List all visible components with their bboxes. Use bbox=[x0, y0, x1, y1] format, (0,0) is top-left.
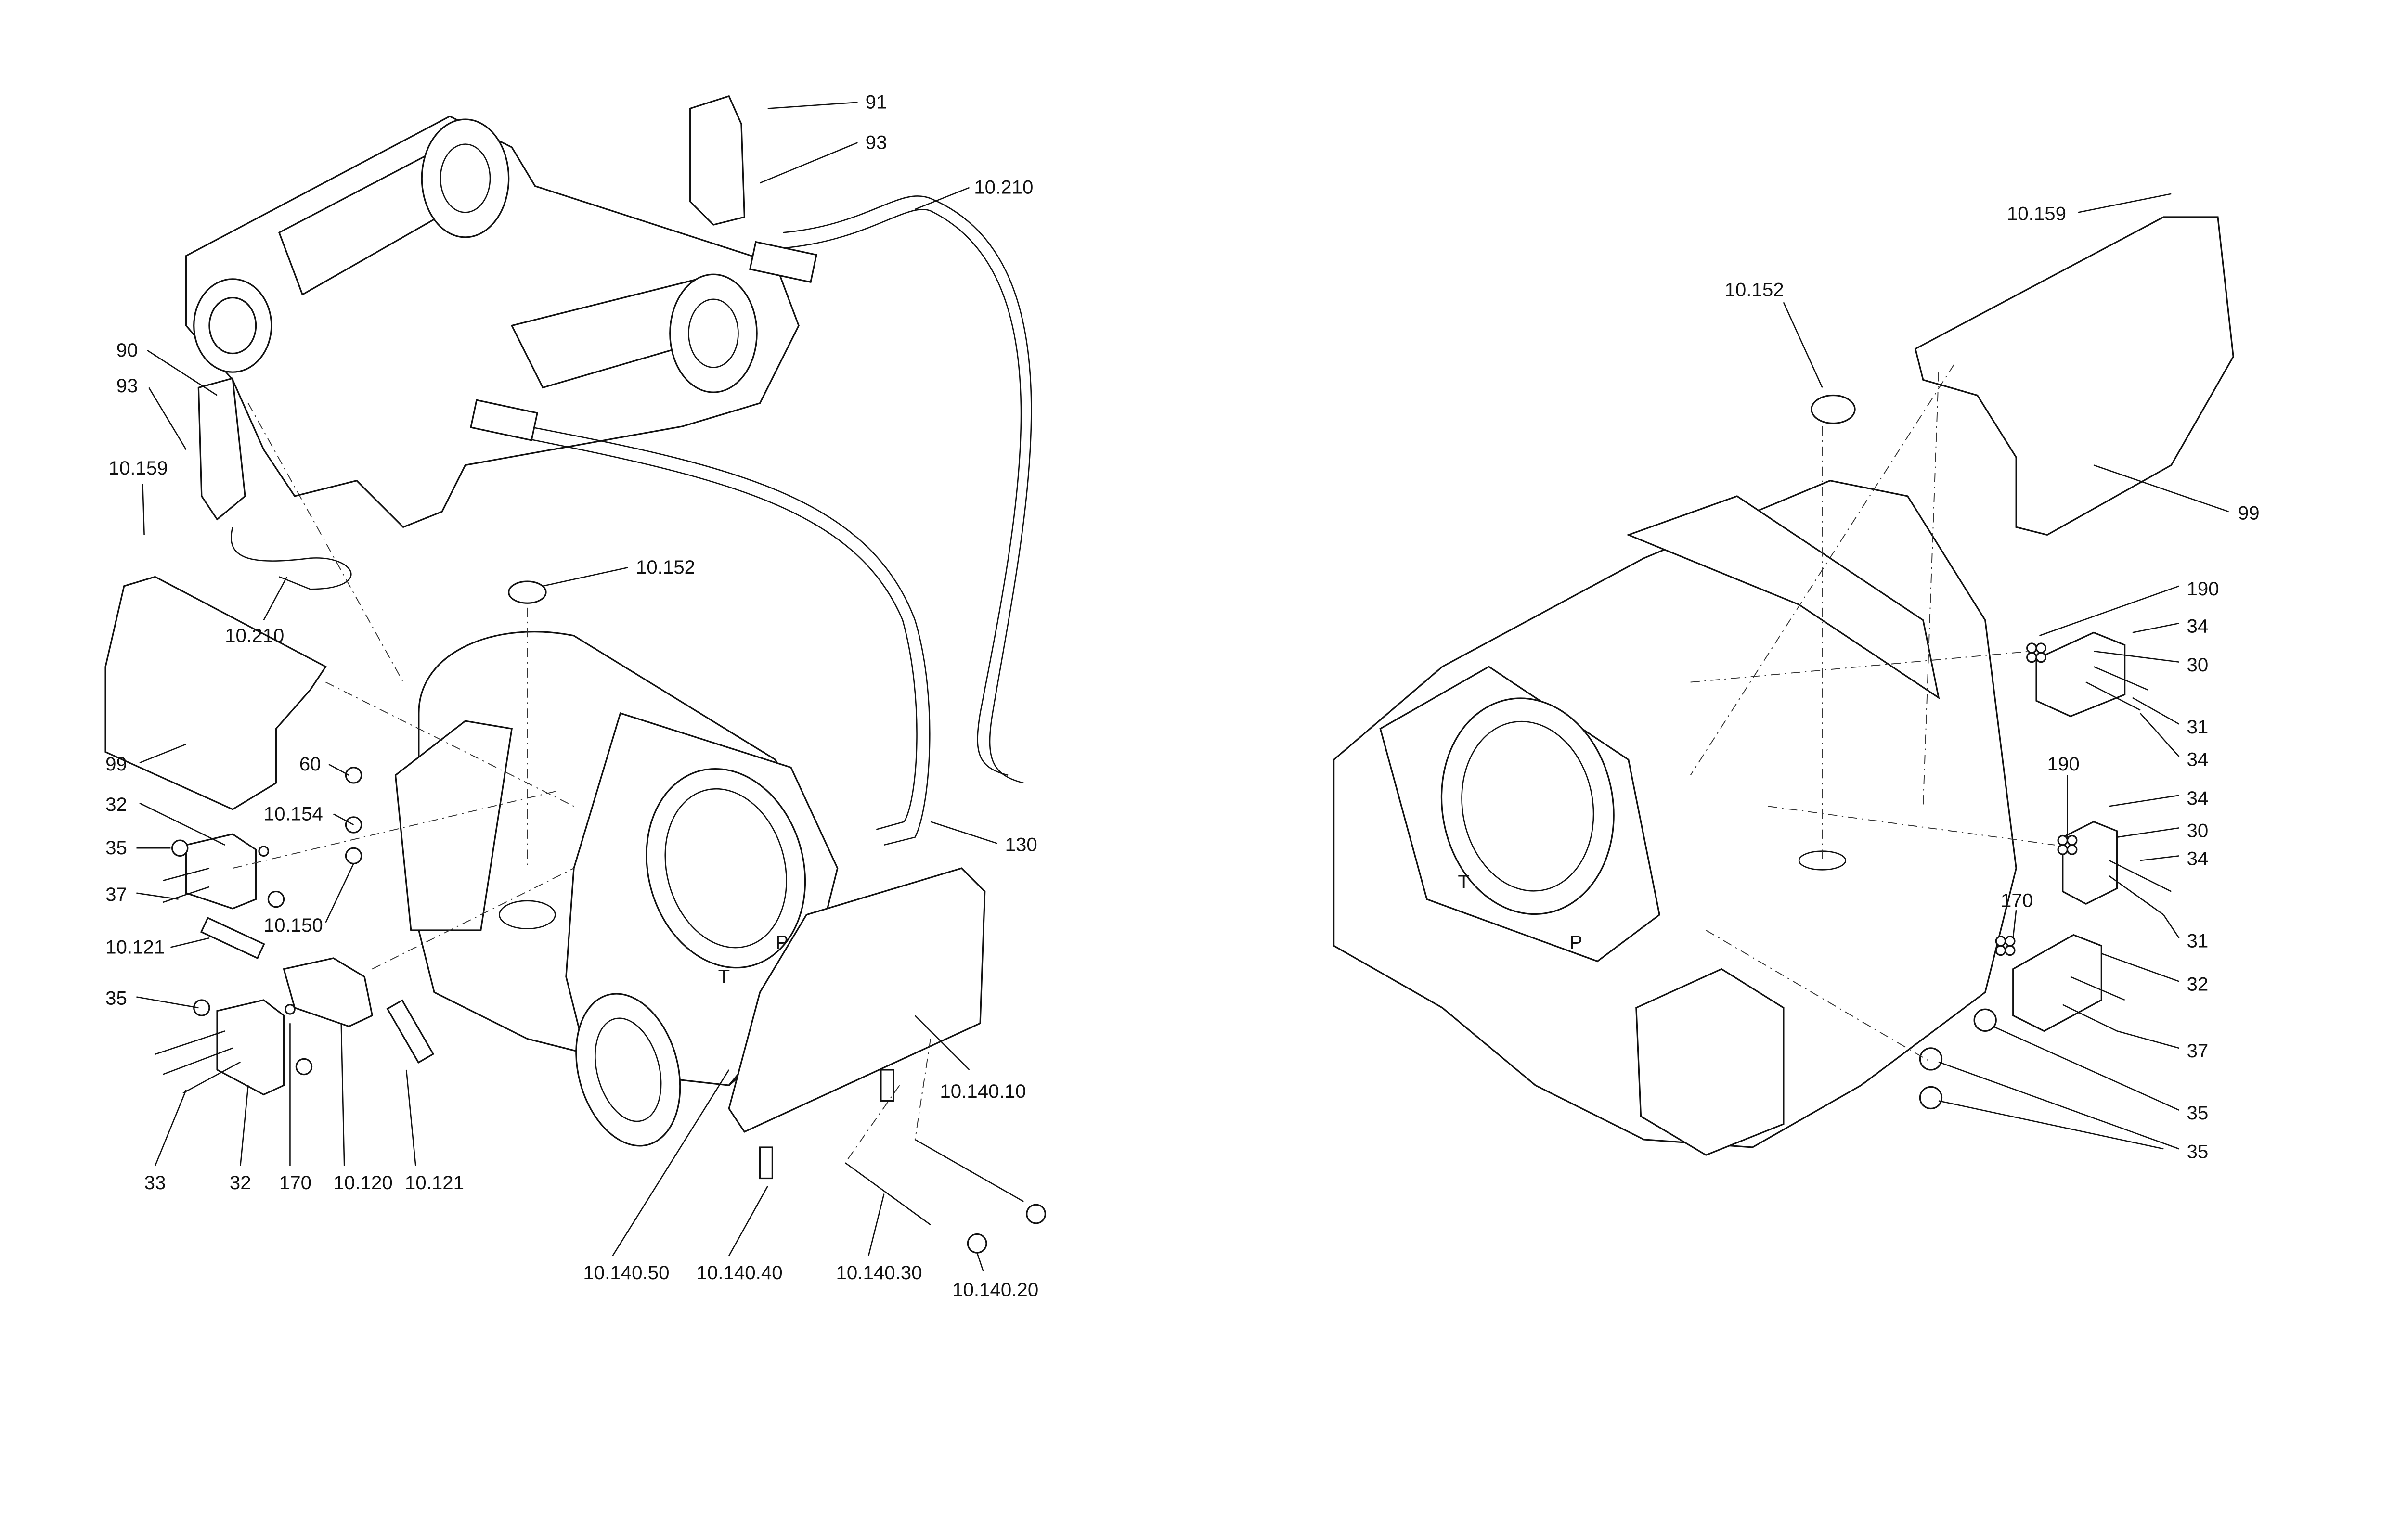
callout-30: 30 bbox=[2187, 654, 2209, 676]
callout-32: 32 bbox=[230, 1172, 251, 1194]
right-assembly: T P bbox=[1333, 216, 2234, 1156]
callout-10-140-10: 10.140.10 bbox=[940, 1080, 1026, 1102]
callout-10-159: 10.159 bbox=[2007, 203, 2066, 224]
plugs-left bbox=[171, 580, 1047, 1254]
callout-10-150: 10.150 bbox=[264, 914, 323, 936]
callout-10-140-50: 10.140.50 bbox=[583, 1262, 669, 1283]
cartridge-10-121-a bbox=[200, 917, 265, 960]
callout-10-121: 10.121 bbox=[105, 936, 165, 958]
dash-lines-right bbox=[1690, 364, 2055, 1063]
bracket-left bbox=[197, 377, 246, 521]
cartridge-10-121-b bbox=[386, 999, 435, 1064]
port-mark-p-right: P bbox=[1569, 932, 1582, 953]
callout-35: 35 bbox=[2187, 1102, 2209, 1124]
callout-32: 32 bbox=[105, 794, 127, 815]
callout-33: 33 bbox=[144, 1172, 166, 1194]
callouts-left: 91 93 10.210 90 93 10.159 10.210 10.152 … bbox=[105, 91, 1038, 1301]
valve-block-10-120 bbox=[283, 957, 374, 1027]
main-housing-right: T P bbox=[1333, 480, 2017, 1148]
callout-34: 34 bbox=[2187, 848, 2209, 870]
callout-60: 60 bbox=[299, 753, 321, 775]
callout-10-140-20: 10.140.20 bbox=[952, 1279, 1038, 1300]
support-plate bbox=[728, 867, 986, 1133]
valve-block-32-upper bbox=[185, 833, 257, 910]
callout-10-120: 10.120 bbox=[334, 1172, 393, 1194]
callout-10-140-40: 10.140.40 bbox=[697, 1262, 783, 1283]
hose-10-210 bbox=[783, 195, 1032, 784]
exploded-parts-diagram: T P bbox=[104, 91, 2260, 1301]
callout-10-121: 10.121 bbox=[405, 1172, 464, 1194]
hose-130 bbox=[527, 425, 931, 846]
callout-190: 190 bbox=[2047, 753, 2080, 775]
callout-31: 31 bbox=[2187, 930, 2209, 951]
callout-10-210: 10.210 bbox=[974, 177, 1033, 198]
callout-31: 31 bbox=[2187, 716, 2209, 738]
callout-35: 35 bbox=[105, 837, 127, 859]
callout-91: 91 bbox=[866, 91, 887, 113]
callout-10-159: 10.159 bbox=[109, 457, 168, 479]
callout-99: 99 bbox=[105, 753, 127, 775]
port-mark-t-right: T bbox=[1458, 871, 1470, 893]
callout-93: 93 bbox=[116, 375, 138, 397]
callout-99: 99 bbox=[2238, 502, 2260, 524]
callout-35: 35 bbox=[105, 988, 127, 1009]
callouts-right: 10.159 10.152 99 190 34 30 31 34 190 34 … bbox=[1724, 203, 2259, 1162]
callout-170: 170 bbox=[2001, 890, 2033, 911]
dash-lines-left bbox=[233, 403, 931, 1163]
motor-block-right bbox=[1635, 968, 1785, 1156]
valve-block-32-lower bbox=[216, 999, 285, 1096]
callout-37: 37 bbox=[105, 884, 127, 905]
callout-37: 37 bbox=[2187, 1040, 2209, 1062]
callout-93: 93 bbox=[866, 131, 887, 153]
port-mark-t-left: T bbox=[718, 966, 730, 988]
callout-10-152: 10.152 bbox=[636, 556, 695, 578]
cover-99 bbox=[104, 576, 327, 810]
cover-99-right bbox=[1914, 216, 2234, 536]
callout-170: 170 bbox=[279, 1172, 311, 1194]
mounting-frame bbox=[185, 115, 800, 528]
callout-34: 34 bbox=[2187, 748, 2209, 770]
valve-blocks-right bbox=[1919, 631, 2172, 1110]
callout-34: 34 bbox=[2187, 615, 2209, 637]
leader-lines bbox=[136, 102, 2229, 1272]
screws-left bbox=[155, 867, 1024, 1226]
callout-10-140-30: 10.140.30 bbox=[836, 1262, 922, 1283]
callout-30: 30 bbox=[2187, 820, 2209, 842]
callout-10-210: 10.210 bbox=[225, 625, 284, 646]
callout-90: 90 bbox=[116, 339, 138, 361]
callout-10-152: 10.152 bbox=[1724, 279, 1784, 300]
plug-10-152-right bbox=[1811, 394, 1856, 424]
callout-34: 34 bbox=[2187, 787, 2209, 809]
callout-190: 190 bbox=[2187, 578, 2219, 600]
left-assembly: T P bbox=[104, 95, 1047, 1254]
callout-32: 32 bbox=[2187, 974, 2209, 995]
callout-10-154: 10.154 bbox=[264, 803, 323, 824]
callout-35: 35 bbox=[2187, 1141, 2209, 1163]
callout-130: 130 bbox=[1005, 834, 1037, 856]
bracket-top bbox=[689, 95, 746, 226]
